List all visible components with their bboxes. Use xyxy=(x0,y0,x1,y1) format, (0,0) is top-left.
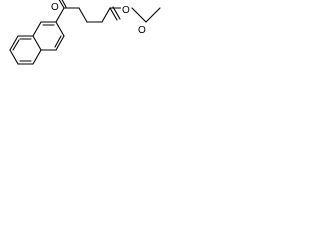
bond-ring-b-1 xyxy=(32,21,42,37)
bond-ring-b-inner-2 xyxy=(54,35,62,48)
bond-chain-4 xyxy=(101,7,111,23)
bond-ring-b-3 xyxy=(55,21,65,37)
ester-carbonyl-oxygen-label: O xyxy=(137,25,147,36)
skeletal-formula xyxy=(9,0,161,65)
bond-ester-c-o-double-1 xyxy=(109,7,118,21)
structure-canvas: O O O xyxy=(0,0,173,79)
bond-ring-a-5 xyxy=(9,49,19,65)
bond-ring-b-4 xyxy=(55,35,65,51)
bond-ring-a-2 xyxy=(32,35,42,51)
bond-ester-c-o-double-2 xyxy=(112,6,121,20)
bond-ethyl-2 xyxy=(145,7,161,23)
bond-ring-a-6 xyxy=(9,35,19,51)
bond-chain-2 xyxy=(78,7,88,23)
bond-ketone-c-o-2 xyxy=(61,0,67,8)
ketone-oxygen-label: O xyxy=(50,2,60,13)
ester-ether-oxygen-label: O xyxy=(121,5,131,16)
bond-ring-a-3 xyxy=(32,49,42,65)
bond-ring-a-inner-3 xyxy=(12,39,20,51)
bond-o-ethyl-1 xyxy=(131,7,147,23)
bond-ketone-c-o-1 xyxy=(58,0,65,9)
bond-aryl-carbonyl xyxy=(55,7,65,23)
